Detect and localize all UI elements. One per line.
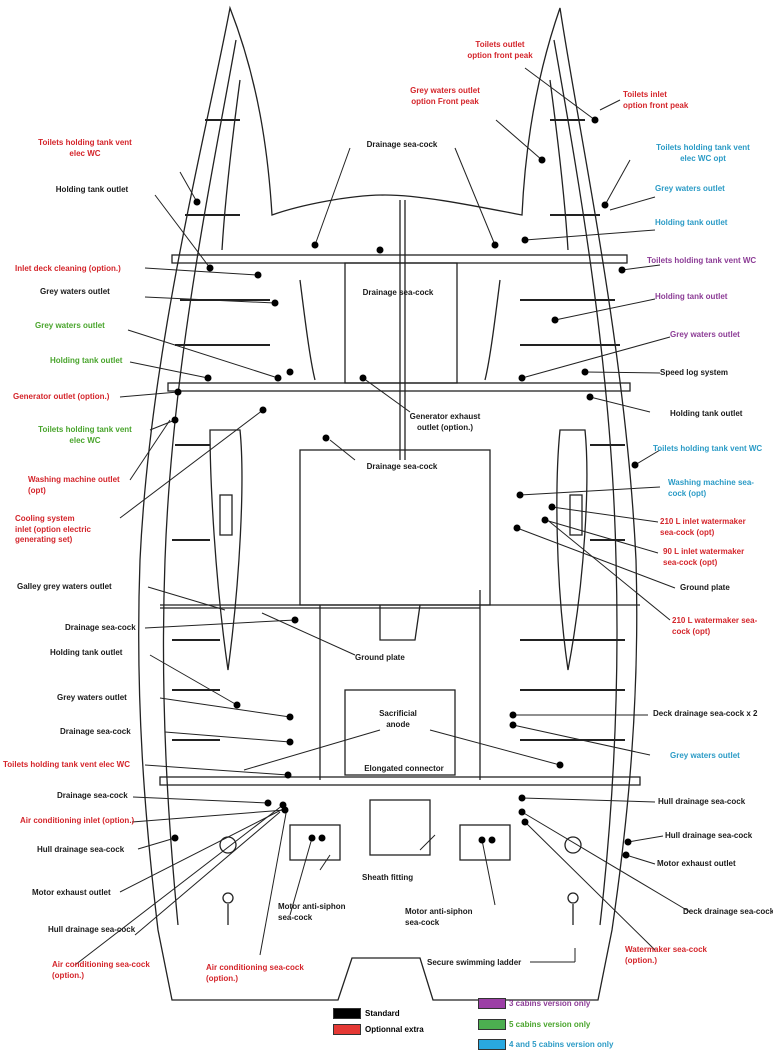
grey-outlet-l3-label: Grey waters outlet: [57, 693, 127, 702]
toilets-vent-wc-blue-label: Toilets holding tank vent WC: [653, 444, 763, 453]
speed-log-label: Speed log system: [660, 368, 729, 377]
ground-plate-c-label: Ground plate: [355, 653, 405, 662]
sheath-label: Sheath fitting: [362, 873, 414, 882]
deck-drainage-r-label: Deck drainage sea-cock: [683, 907, 773, 916]
holding-outlet-r2-label: Holding tank outlet: [670, 409, 743, 418]
washing-l-label: Washing machine outlet(opt): [28, 475, 120, 495]
air-cond-c-label: Air conditioning sea-cock(option.): [206, 963, 304, 983]
grey-outlet-purple-label: Grey waters outlet: [670, 330, 740, 339]
grey-outlet-l-green-label: Grey waters outlet: [35, 321, 105, 330]
hull-drainage-r2-label: Hull drainage sea-cock: [665, 831, 753, 840]
drainage-l5-label: Drainage sea-cock: [57, 791, 128, 800]
legend-label-four-five-cabins: 4 and 5 cabins version only: [509, 1040, 614, 1049]
washing-r-label: Washing machine sea-cock (opt): [668, 478, 754, 498]
watermaker-label: Watermaker sea-cock(option.): [625, 945, 707, 965]
deck-drainage-x2-label: Deck drainage sea-cock x 2: [653, 709, 758, 718]
air-cond-l-label: Air conditioning sea-cock(option.): [52, 960, 150, 980]
drainage-l4-label: Drainage sea-cock: [60, 727, 131, 736]
holding-outlet-l1-label: Holding tank outlet: [55, 185, 129, 194]
air-cond-inlet-label: Air conditioning inlet (option.): [20, 816, 135, 825]
ladder-label: Secure swimming ladder: [427, 958, 522, 967]
legend-swatch-standard: [333, 1008, 361, 1019]
hull-outline: [138, 5, 638, 1001]
legend-label-standard: Standard: [365, 1009, 400, 1018]
motor-exhaust-r-label: Motor exhaust outlet: [657, 859, 736, 868]
legend-swatch-three-cabins: [478, 998, 506, 1009]
inlet-deck-cleaning-label: Inlet deck cleaning (option.): [15, 264, 121, 273]
grey-outlet-r-blue2-label: Grey waters outlet: [670, 751, 740, 760]
hull-drainage-r1-label: Hull drainage sea-cock: [658, 797, 746, 806]
holding-outlet-r-blue-label: Holding tank outlet: [655, 218, 728, 227]
drainage-l3-label: Drainage sea-cock: [65, 623, 136, 632]
legend-swatch-four-five-cabins: [478, 1039, 506, 1050]
ground-plate-r-label: Ground plate: [680, 583, 730, 592]
legend-label-five-cabins: 5 cabins version only: [509, 1020, 591, 1029]
galley-grey-label: Galley grey waters outlet: [17, 582, 112, 591]
wm210-label: 210 L watermaker sea-cock (opt): [672, 616, 758, 636]
legend-label-optional: Optionnal extra: [365, 1025, 424, 1034]
toilets-vent-red-label: Toilets holding tank vent elec WC: [3, 760, 130, 769]
drainage-top-label: Drainage sea-cock: [366, 140, 438, 149]
generator-outlet-label: Generator outlet (option.): [13, 392, 110, 401]
drainage-center2-label: Drainage sea-cock: [366, 462, 438, 471]
legend-label-three-cabins: 3 cabins version only: [509, 999, 591, 1008]
motor-exhaust-l-label: Motor exhaust outlet: [32, 888, 111, 897]
grey-outlet-l1-label: Grey waters outlet: [40, 287, 110, 296]
holding-outlet-l3-label: Holding tank outlet: [50, 648, 123, 657]
holding-outlet-purple-label: Holding tank outlet: [655, 292, 728, 301]
hull-drainage-l2-label: Hull drainage sea-cock: [48, 925, 136, 934]
hull-drainage-l1-label: Hull drainage sea-cock: [37, 845, 125, 854]
elongated-label: Elongated connector: [364, 764, 444, 773]
legend-swatch-five-cabins: [478, 1019, 506, 1030]
toilets-vent-wc-purple-label: Toilets holding tank vent WC: [647, 256, 757, 265]
drainage-center1-label: Drainage sea-cock: [362, 288, 434, 297]
grey-outlet-r-blue-label: Grey waters outlet: [655, 184, 725, 193]
legend-swatch-optional: [333, 1024, 361, 1035]
holding-outlet-l-green-label: Holding tank outlet: [50, 356, 123, 365]
